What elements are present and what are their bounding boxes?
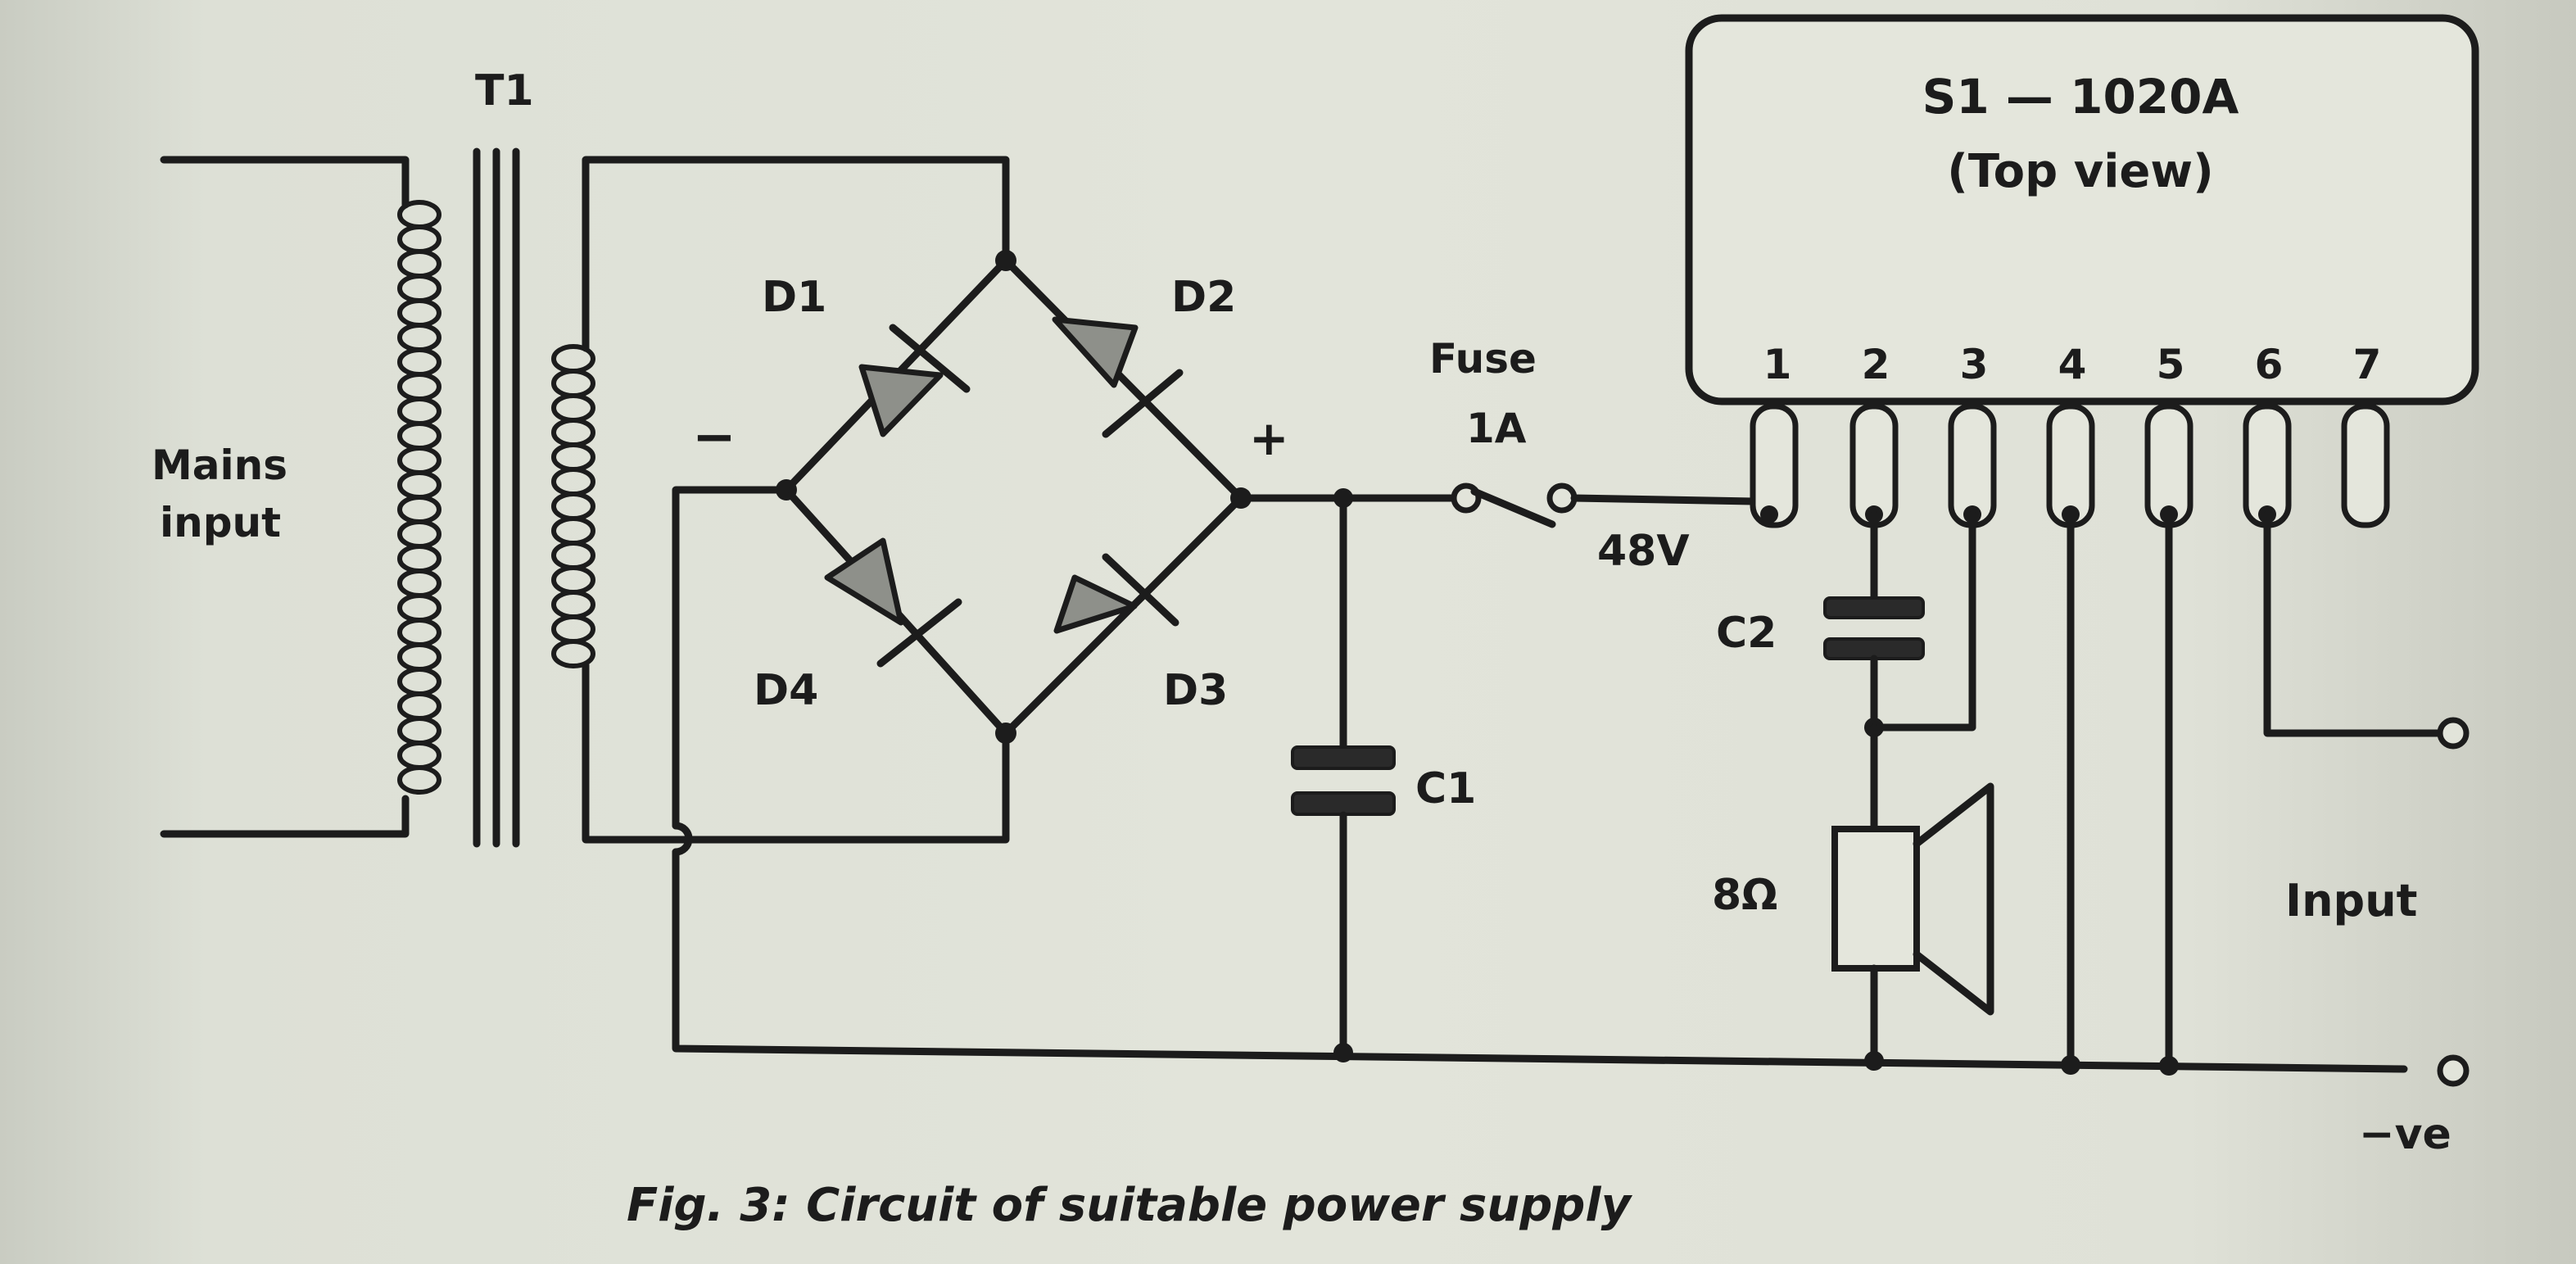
secondary-top-lead xyxy=(582,156,1010,352)
bridge-outline xyxy=(782,256,1245,737)
wire-crossover-hop xyxy=(672,822,693,856)
c2-label: C2 xyxy=(1716,609,1777,658)
ic-title: S1 — 1020A xyxy=(1922,69,2239,125)
speaker-magnet xyxy=(1831,826,1920,972)
ic-body xyxy=(1685,14,2479,405)
pin1-node xyxy=(1760,505,1778,523)
negative-lead-upper xyxy=(672,486,790,830)
c1-label: C1 xyxy=(1415,764,1476,813)
secondary-winding xyxy=(551,344,595,668)
fuse-rating-label: 1A xyxy=(1466,405,1527,452)
pin-number-1: 1 xyxy=(1763,341,1792,388)
diode-d2 xyxy=(1052,316,1184,438)
pin-number-7: 7 xyxy=(2353,341,2382,388)
capacitor-c2: C2 xyxy=(1716,510,1925,729)
pin6-input-wire xyxy=(2263,510,2445,737)
secondary-bottom-lead xyxy=(582,661,1010,844)
fuse-1a: Fuse 1A xyxy=(1429,335,1578,528)
primary-bottom-lead xyxy=(160,795,410,838)
bridge-rectifier: D1 D2 D3 D4 − + xyxy=(692,250,1289,744)
voltage-label: 48V xyxy=(1597,527,1690,576)
supply-48v-lead xyxy=(1570,494,1773,516)
ic-pin-1 xyxy=(1750,403,1799,528)
ic-pin-7 xyxy=(2341,403,2390,528)
plus-label: + xyxy=(1249,410,1289,466)
transformer-t1: T1 xyxy=(152,66,1010,848)
d1-label: D1 xyxy=(762,273,826,322)
diode-d1 xyxy=(858,324,971,437)
ic-s1-1020a: S1 — 1020A (Top view) 1 2 3 4 5 6 7 xyxy=(1685,14,2479,528)
pin4-ground-node xyxy=(2061,1055,2080,1075)
d3-label: D3 xyxy=(1163,666,1228,715)
node-top xyxy=(995,250,1016,271)
capacitor-c1: C1 xyxy=(1291,494,1476,1055)
node-bottom xyxy=(995,723,1016,744)
pin3-to-speaker xyxy=(1870,510,1976,732)
pin-number-4: 4 xyxy=(2058,341,2087,388)
d2-label: D2 xyxy=(1171,273,1236,322)
mains-input-label-2: input xyxy=(160,499,281,546)
figure-caption: Fig. 3: Circuit of suitable power supply xyxy=(627,1179,1633,1232)
mains-input-label-1: Mains xyxy=(152,442,287,489)
input-terminal xyxy=(2437,717,2470,750)
negative-terminal xyxy=(2437,1054,2470,1087)
pin5-ground-node xyxy=(2159,1056,2179,1076)
pin-number-6: 6 xyxy=(2255,341,2284,388)
c1-node-bottom xyxy=(1333,1043,1353,1062)
transformer-label: T1 xyxy=(475,66,534,116)
fuse-label: Fuse xyxy=(1429,335,1537,383)
d4-label: D4 xyxy=(754,666,818,715)
pin-number-3: 3 xyxy=(1960,341,1989,388)
speaker-cone xyxy=(1913,782,1994,1016)
speaker-label: 8Ω xyxy=(1712,871,1777,920)
ic-subtitle: (Top view) xyxy=(1947,145,2213,198)
speaker-ground-node xyxy=(1864,1051,1884,1071)
primary-top-lead xyxy=(160,156,410,209)
diode-d3 xyxy=(1053,553,1179,634)
input-label: Input xyxy=(2285,875,2417,926)
loudspeaker-8ohm: 8Ω xyxy=(1712,723,1994,1062)
diode-d4 xyxy=(824,537,962,668)
ground-rail xyxy=(672,848,2408,1073)
pin-number-5: 5 xyxy=(2157,341,2185,388)
pin-number-2: 2 xyxy=(1862,341,1890,388)
minus-label: − xyxy=(692,407,736,468)
primary-winding xyxy=(397,200,441,795)
fuse-element xyxy=(1470,487,1556,528)
negative-label: −ve xyxy=(2359,1110,2452,1159)
